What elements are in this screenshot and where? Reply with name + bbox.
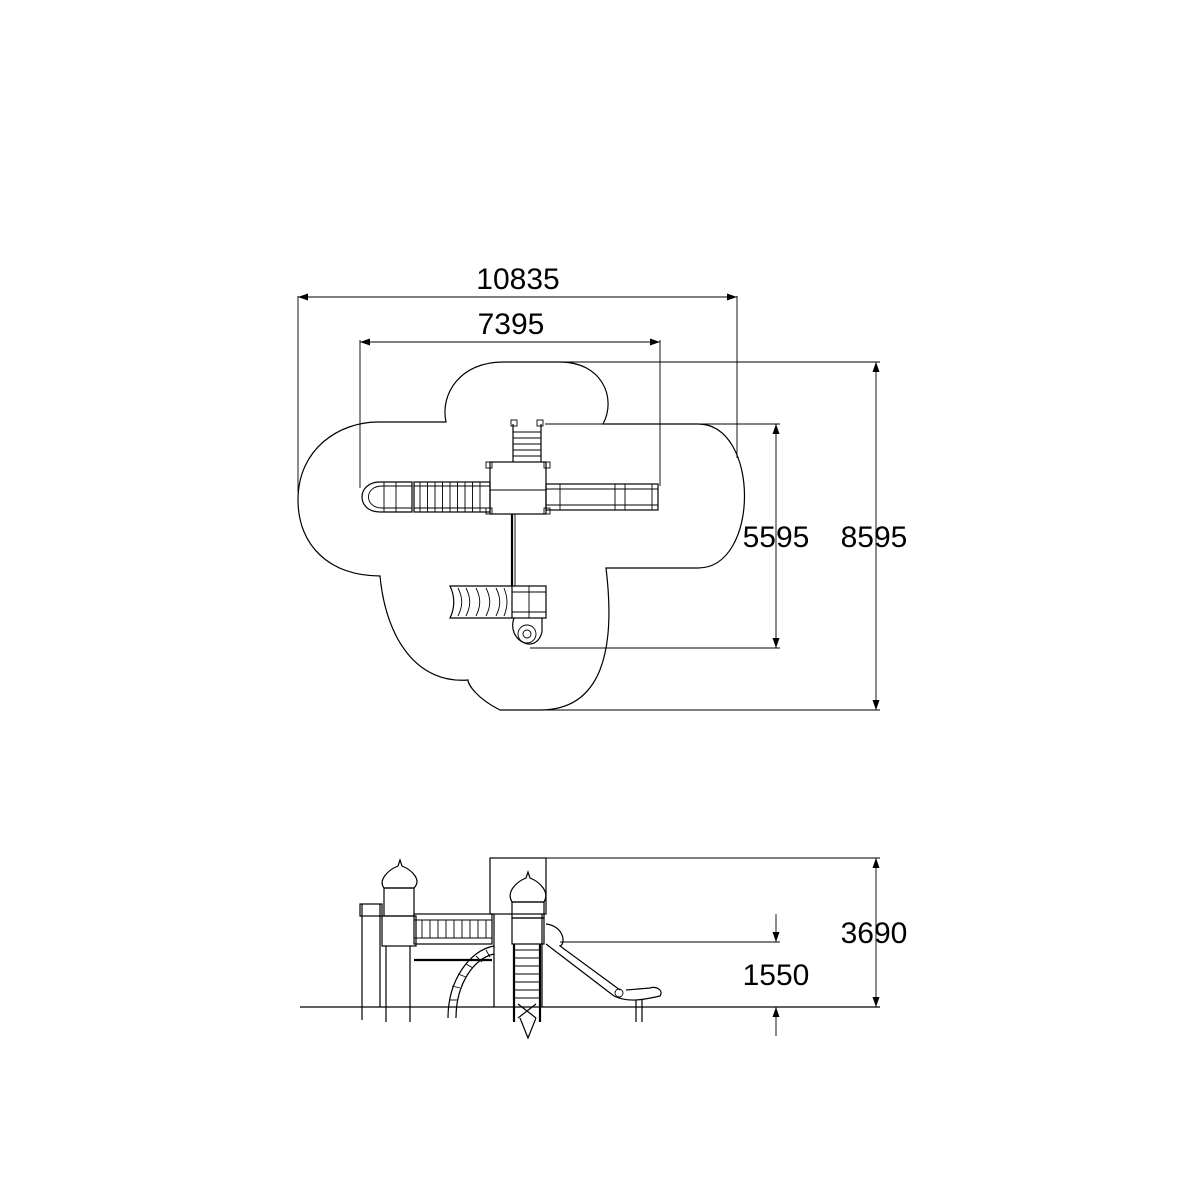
structure-depth-label: 5595 bbox=[743, 521, 810, 554]
slide-elevation bbox=[545, 923, 662, 1022]
dimension-overall-height: 3690 bbox=[490, 857, 908, 1007]
lower-tower-deck bbox=[511, 585, 547, 619]
connecting-pole bbox=[510, 514, 516, 586]
overall-height-label: 3690 bbox=[841, 917, 908, 950]
climbing-arch bbox=[447, 945, 495, 1019]
overall-width-label: 10835 bbox=[476, 263, 559, 296]
tube-exit-plan bbox=[512, 617, 543, 645]
arch-rung bbox=[485, 949, 491, 958]
platform-height-label: 1550 bbox=[743, 959, 810, 992]
dimension-overall-depth: 8595 bbox=[520, 361, 908, 711]
safety-zone-outline bbox=[297, 361, 745, 711]
tube-slide-left bbox=[361, 481, 413, 513]
tunnel-bridge bbox=[413, 481, 491, 513]
straight-slide-plan bbox=[545, 483, 659, 511]
arch-rung bbox=[451, 985, 461, 989]
arch-rung bbox=[457, 973, 467, 978]
structure-width-label: 7395 bbox=[478, 308, 545, 341]
main-tower-elevation bbox=[489, 857, 547, 1007]
climbing-ladder-elevation bbox=[512, 944, 542, 1040]
overall-depth-label: 8595 bbox=[841, 521, 908, 554]
access-ladder-plan bbox=[510, 419, 544, 462]
main-tower-deck bbox=[485, 461, 551, 515]
spiral-slide-plan bbox=[449, 585, 512, 619]
dimension-overall-width: 10835 bbox=[297, 263, 738, 492]
arch-rung bbox=[465, 963, 474, 969]
plan-view: 10835 7395 5595 8595 bbox=[297, 263, 908, 711]
bridge-elevation bbox=[413, 913, 493, 962]
right-tower-elevation bbox=[509, 870, 547, 945]
left-tower-elevation bbox=[359, 858, 418, 1022]
dimension-platform-height: 1550 bbox=[560, 914, 809, 1036]
side-elevation: 3690 1550 bbox=[300, 857, 908, 1040]
dimension-structure-depth: 5595 bbox=[530, 423, 810, 649]
arch-rung bbox=[475, 955, 483, 963]
dimension-structure-width: 7395 bbox=[359, 308, 661, 488]
